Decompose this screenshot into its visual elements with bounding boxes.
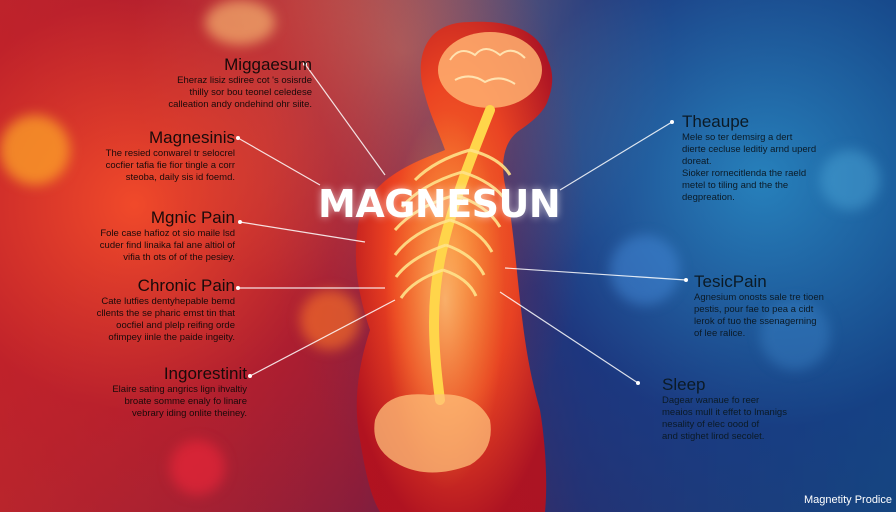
label-body: Agnesium onosts sale tre tioen pestis, p… [694, 292, 824, 339]
label-heading: Chronic Pain [137, 276, 235, 295]
label-block: Theaupe Mele so ter demsirg a dert diert… [682, 112, 857, 204]
label-body: Dagear wanaue fo reer meaios mull it eff… [662, 395, 787, 442]
bokeh-circle [820, 150, 880, 210]
brain-shape [438, 32, 542, 108]
rib-cage [393, 148, 512, 299]
label-body: Fole case hafioz ot sio maile lsd cuder … [99, 228, 235, 263]
spine [429, 105, 495, 405]
label-block: Sleep Dagear wanaue fo reer meaios mull … [662, 375, 837, 443]
label-block: TesicPain Agnesium onosts sale tre tioen… [694, 272, 874, 340]
label-block: Miggaesum Eheraz lisiz sdiree cot 's osi… [132, 55, 312, 111]
label-heading: Sleep [662, 375, 706, 394]
brain-folds [449, 48, 526, 85]
label-block: Ingorestinit Elaire sating angrics lign … [75, 364, 247, 420]
bokeh-circle [300, 290, 360, 350]
label-heading: Magnesinis [149, 128, 235, 147]
bokeh-circle [170, 440, 225, 495]
bokeh-circle [0, 115, 70, 185]
label-heading: Theaupe [682, 112, 750, 131]
label-heading: Miggaesum [224, 55, 312, 74]
label-heading: Mgnic Pain [150, 208, 235, 227]
label-heading: TesicPain [694, 272, 767, 291]
main-title: MAGNESUN [318, 182, 561, 226]
label-block: Mgnic Pain Fole case hafioz ot sio maile… [70, 208, 235, 264]
label-body: Mele so ter demsirg a dert dierte ceclus… [682, 132, 817, 203]
pelvis [374, 394, 491, 473]
label-block: Chronic Pain Cate lutfies dentyhepable b… [70, 276, 235, 344]
label-heading: Ingorestinit [163, 364, 247, 383]
label-body: Elaire sating angrics lign ihvaltiy broa… [112, 384, 247, 419]
bokeh-circle [610, 235, 680, 305]
label-body: Eheraz lisiz sdiree cot 's osisrde thill… [168, 75, 312, 110]
label-body: Cate lutfies dentyhepable bemd cllents t… [96, 296, 235, 343]
label-body: The resied conwarel tr selocrel cocfier … [105, 148, 235, 183]
label-block: Magnesinis The resied conwarel tr selocr… [70, 128, 235, 184]
bokeh-circle [205, 0, 275, 45]
bokeh-circle [760, 300, 830, 370]
leader-lines [236, 62, 688, 385]
footer-caption: Magnetity Prodice [803, 494, 892, 506]
